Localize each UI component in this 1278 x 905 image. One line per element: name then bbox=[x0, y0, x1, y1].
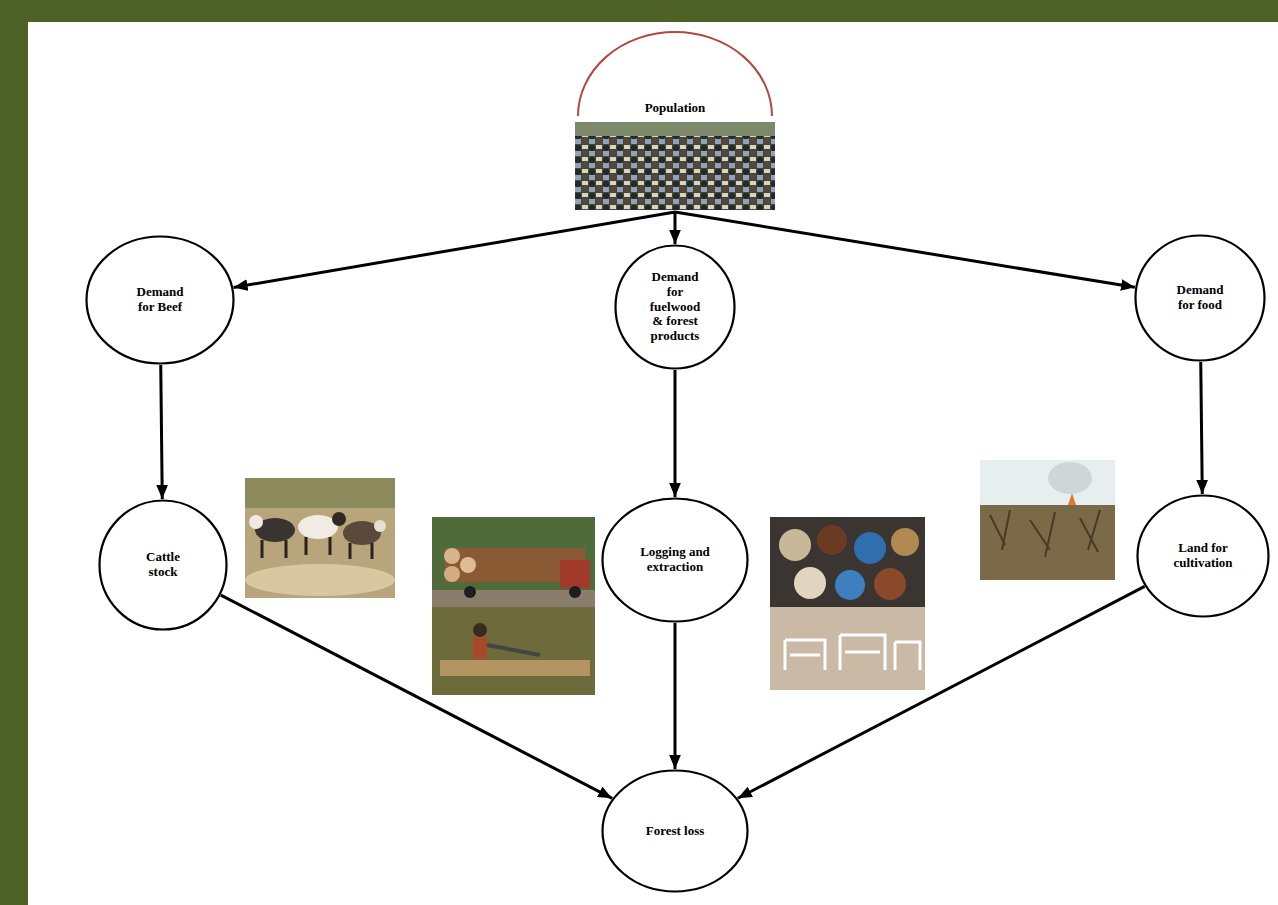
node-label: Demand for fuelwood & forest products bbox=[644, 270, 706, 345]
logging-photo bbox=[432, 517, 595, 695]
node-text-block: Population bbox=[575, 101, 775, 116]
cattle-photo-ground bbox=[245, 478, 395, 598]
node-text-block: Demand for food bbox=[1169, 283, 1231, 313]
node-label: Demand for food bbox=[1169, 283, 1231, 313]
sack bbox=[891, 528, 919, 556]
node-label: Forest loss bbox=[634, 824, 716, 839]
arrow-connector bbox=[221, 595, 612, 798]
furniture-background bbox=[770, 607, 925, 690]
sack bbox=[779, 529, 811, 561]
crowd-photo-ground bbox=[575, 122, 775, 210]
driver-node: Cattle stock bbox=[98, 499, 228, 631]
log-end bbox=[444, 566, 460, 582]
ellipse-outline bbox=[100, 501, 227, 630]
crowd-photo bbox=[575, 122, 775, 210]
chainsaw bbox=[487, 645, 540, 655]
market-background bbox=[770, 517, 925, 607]
node-text-block: Land for cultivation bbox=[1166, 541, 1240, 571]
burning-field-photo bbox=[980, 460, 1115, 580]
man-head bbox=[473, 623, 487, 637]
ellipse-outline bbox=[1136, 236, 1265, 361]
dome-outline bbox=[575, 28, 775, 212]
brush-stalks bbox=[990, 510, 1100, 557]
node-text-block: Logging and extraction bbox=[638, 545, 712, 575]
sack bbox=[794, 567, 826, 599]
ellipse-outline bbox=[87, 237, 234, 364]
crowd-photo-sky bbox=[575, 122, 775, 136]
cow-legs bbox=[262, 537, 372, 559]
arrow-connector bbox=[161, 365, 163, 499]
ellipse-outline bbox=[603, 771, 748, 892]
truck-cab bbox=[560, 560, 590, 588]
arrow-connector bbox=[674, 212, 677, 244]
cow-body bbox=[298, 515, 338, 539]
dry-brush bbox=[980, 505, 1115, 580]
chairs bbox=[785, 635, 920, 670]
arrow-connector bbox=[234, 212, 675, 287]
felled-log bbox=[440, 660, 590, 676]
cattle-photo-dust bbox=[245, 564, 395, 596]
cow-head bbox=[332, 512, 346, 526]
arrow-connector bbox=[674, 370, 677, 497]
outcome-node: Forest loss bbox=[601, 769, 749, 893]
node-label: Population bbox=[575, 101, 775, 116]
arrow-connector bbox=[1201, 362, 1203, 494]
truck-wheel bbox=[569, 586, 581, 598]
flame bbox=[1068, 493, 1076, 505]
log-end bbox=[444, 548, 460, 564]
cattle-photo bbox=[245, 478, 395, 598]
driver-node: Land for cultivation bbox=[1136, 494, 1270, 618]
node-text-block: Cattle stock bbox=[137, 550, 189, 580]
smoke bbox=[1048, 462, 1092, 494]
node-label: Land for cultivation bbox=[1166, 541, 1240, 571]
sawing-ground bbox=[432, 607, 595, 695]
ellipse-outline bbox=[603, 499, 748, 622]
node-label: Cattle stock bbox=[137, 550, 189, 580]
cattle-photo-bush bbox=[245, 478, 395, 508]
arrow-connector bbox=[738, 586, 1145, 798]
log-end bbox=[460, 557, 476, 573]
sack bbox=[854, 532, 886, 564]
demand-node: Demand for food bbox=[1134, 234, 1266, 362]
population-dome: Population bbox=[575, 28, 775, 212]
node-text-block: Demand for Beef bbox=[129, 285, 191, 315]
arrow-connector bbox=[674, 623, 677, 769]
truck-wheel bbox=[464, 586, 476, 598]
sky bbox=[980, 460, 1115, 580]
cow-head bbox=[249, 515, 263, 529]
sack bbox=[874, 568, 906, 600]
node-label: Demand for Beef bbox=[129, 285, 191, 315]
ellipse-outline bbox=[616, 246, 735, 369]
demand-node: Demand for fuelwood & forest products bbox=[614, 244, 736, 370]
demand-node: Demand for Beef bbox=[85, 235, 235, 365]
node-text-block: Forest loss bbox=[634, 824, 716, 839]
sack bbox=[835, 570, 865, 600]
node-label: Logging and extraction bbox=[638, 545, 712, 575]
man-body bbox=[473, 637, 487, 659]
node-text-block: Demand for fuelwood & forest products bbox=[644, 270, 706, 345]
market-photo bbox=[770, 517, 925, 690]
driver-node: Logging and extraction bbox=[601, 497, 749, 623]
cow-head bbox=[374, 520, 386, 532]
forest-background bbox=[432, 517, 595, 607]
arrow-connector bbox=[675, 212, 1135, 287]
ellipse-outline bbox=[1138, 496, 1269, 617]
sack bbox=[817, 525, 847, 555]
